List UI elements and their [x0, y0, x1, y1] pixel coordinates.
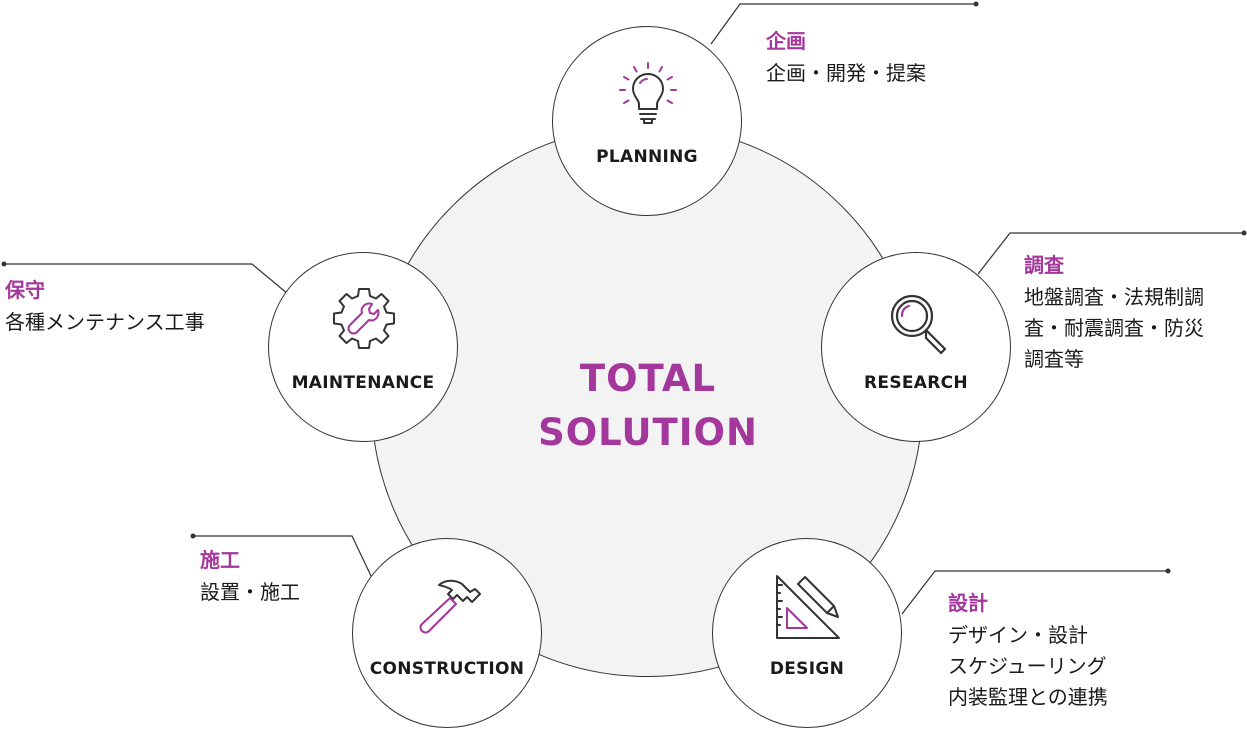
callout-design: 設計 デザイン・設計 スケジューリング 内装監理との連携 — [948, 589, 1108, 713]
callout-title-maintenance: 保守 — [5, 278, 45, 302]
callout-line: 査・耐震調査・防災 — [1024, 316, 1204, 340]
leader-dot-planning — [973, 1, 979, 7]
node-planning: PLANNING — [552, 26, 742, 216]
triangle-ruler-pencil-icon — [776, 575, 840, 639]
callout-planning: 企画 企画・開発・提案 — [766, 27, 926, 89]
leader-dot-construction — [190, 533, 196, 539]
callout-line: 企画・開発・提案 — [766, 61, 926, 85]
callout-line: 調査等 — [1024, 347, 1084, 371]
callout-construction: 施工 設置・施工 — [200, 546, 300, 608]
magnifier-icon — [890, 294, 947, 355]
center-title-line-2: SOLUTION — [538, 411, 758, 454]
gear-wrench-icon — [333, 288, 395, 349]
leader-dot-research — [1241, 230, 1247, 236]
node-label-maintenance: MAINTENANCE — [291, 373, 435, 393]
callout-line: スケジューリング — [948, 654, 1107, 678]
center-title: TOTAL SOLUTION — [498, 352, 798, 460]
center-title-line-1: TOTAL — [579, 357, 717, 400]
lightbulb-icon — [619, 62, 677, 124]
node-label-construction: CONSTRUCTION — [369, 659, 525, 679]
node-construction: CONSTRUCTION — [352, 538, 542, 728]
callout-line: 地盤調査・法規制調 — [1024, 285, 1204, 309]
node-maintenance: MAINTENANCE — [268, 252, 458, 442]
leader-dot-design — [1165, 568, 1171, 574]
leader-dot-maintenance — [1, 261, 7, 267]
callout-line: 設置・施工 — [200, 580, 300, 604]
node-label-design: DESIGN — [769, 659, 845, 679]
callout-line: 各種メンテナンス工事 — [5, 310, 205, 334]
callout-title-construction: 施工 — [200, 548, 240, 572]
node-research: RESEARCH — [821, 252, 1011, 442]
callout-title-design: 設計 — [948, 591, 988, 615]
hammer-icon — [419, 579, 481, 634]
callout-line: 内装監理との連携 — [948, 685, 1108, 709]
node-label-research: RESEARCH — [864, 373, 968, 393]
callout-line: デザイン・設計 — [948, 623, 1088, 647]
node-label-planning: PLANNING — [596, 147, 698, 167]
node-design: DESIGN — [712, 538, 902, 728]
callout-title-research: 調査 — [1024, 253, 1064, 277]
callout-research: 調査 地盤調査・法規制調 査・耐震調査・防災 調査等 — [1024, 251, 1204, 375]
callout-maintenance: 保守 各種メンテナンス工事 — [5, 276, 205, 338]
callout-title-planning: 企画 — [766, 29, 806, 53]
